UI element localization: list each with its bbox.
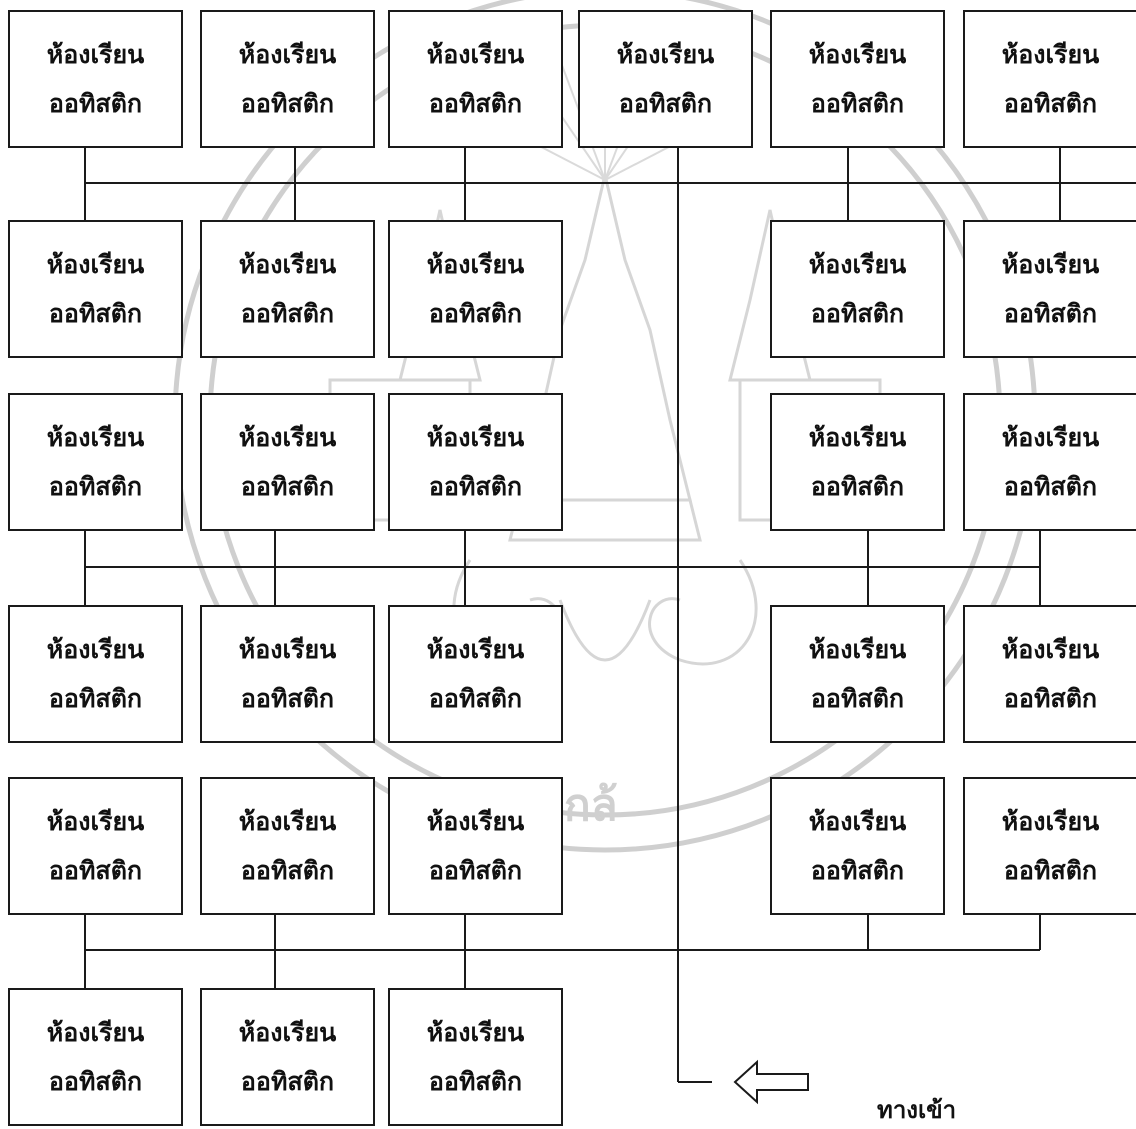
- classroom-label-line1: ห้องเรียน: [427, 637, 524, 662]
- classroom-label-line1: ห้องเรียน: [427, 42, 524, 67]
- classroom-label-line2: ออทิสติก: [241, 301, 334, 326]
- classroom-box: ห้องเรียนออทิสติก: [8, 10, 183, 148]
- classroom-box: ห้องเรียนออทิสติก: [8, 605, 183, 743]
- classroom-box: ห้องเรียนออทิสติก: [770, 777, 945, 915]
- classroom-label-line1: ห้องเรียน: [239, 637, 336, 662]
- classroom-box: ห้องเรียนออทิสติก: [388, 777, 563, 915]
- classroom-box: ห้องเรียนออทิสติก: [578, 10, 753, 148]
- classroom-label-line1: ห้องเรียน: [47, 809, 144, 834]
- classroom-label-line2: ออทิสติก: [1004, 474, 1097, 499]
- classroom-box: ห้องเรียนออทิสติก: [388, 10, 563, 148]
- classroom-box: ห้องเรียนออทิสติก: [388, 605, 563, 743]
- classroom-label-line1: ห้องเรียน: [47, 252, 144, 277]
- classroom-label-line2: ออทิสติก: [49, 474, 142, 499]
- classroom-box: ห้องเรียนออทิสติก: [388, 988, 563, 1126]
- classroom-label-line1: ห้องเรียน: [47, 42, 144, 67]
- classroom-label-line2: ออทิสติก: [429, 858, 522, 883]
- classroom-box: ห้องเรียนออทิสติก: [200, 10, 375, 148]
- classroom-box: ห้องเรียนออทิสติก: [963, 393, 1136, 531]
- classroom-label-line1: ห้องเรียน: [809, 252, 906, 277]
- classroom-label-line1: ห้องเรียน: [427, 252, 524, 277]
- classroom-label-line2: ออทิสติก: [429, 1069, 522, 1094]
- classroom-label-line2: ออทิสติก: [1004, 858, 1097, 883]
- classroom-box: ห้องเรียนออทิสติก: [388, 220, 563, 358]
- classroom-label-line1: ห้องเรียน: [617, 42, 714, 67]
- classroom-label-line1: ห้องเรียน: [1002, 637, 1099, 662]
- classroom-label-line2: ออทิสติก: [1004, 686, 1097, 711]
- classroom-box: ห้องเรียนออทิสติก: [8, 988, 183, 1126]
- classroom-label-line1: ห้องเรียน: [47, 637, 144, 662]
- classroom-label-line1: ห้องเรียน: [1002, 42, 1099, 67]
- classroom-box: ห้องเรียนออทิสติก: [200, 988, 375, 1126]
- classroom-label-line2: ออทิสติก: [241, 91, 334, 116]
- classroom-box: ห้องเรียนออทิสติก: [963, 220, 1136, 358]
- classroom-label-line2: ออทิสติก: [811, 474, 904, 499]
- classroom-label-line2: ออทิสติก: [241, 686, 334, 711]
- classroom-label-line2: ออทิสติก: [811, 686, 904, 711]
- classroom-label-line1: ห้องเรียน: [427, 809, 524, 834]
- classroom-label-line1: ห้องเรียน: [239, 42, 336, 67]
- classroom-label-line2: ออทิสติก: [49, 858, 142, 883]
- classroom-label-line2: ออทิสติก: [241, 1069, 334, 1094]
- classroom-label-line1: ห้องเรียน: [1002, 809, 1099, 834]
- classroom-label-line2: ออทิสติก: [49, 686, 142, 711]
- classroom-box: ห้องเรียนออทิสติก: [8, 220, 183, 358]
- classroom-label-line1: ห้องเรียน: [1002, 425, 1099, 450]
- classroom-label-line1: ห้องเรียน: [809, 637, 906, 662]
- classroom-box: ห้องเรียนออทิสติก: [8, 777, 183, 915]
- classroom-box: ห้องเรียนออทิสติก: [200, 220, 375, 358]
- classroom-label-line1: ห้องเรียน: [239, 809, 336, 834]
- entrance-label: ทางเข้า: [877, 1090, 956, 1129]
- classroom-box: ห้องเรียนออทิสติก: [963, 605, 1136, 743]
- entrance-arrow-icon: [735, 1062, 808, 1102]
- classroom-box: ห้องเรียนออทิสติก: [770, 605, 945, 743]
- classroom-label-line2: ออทิสติก: [429, 301, 522, 326]
- classroom-box: ห้องเรียนออทิสติก: [388, 393, 563, 531]
- classroom-label-line2: ออทิสติก: [429, 686, 522, 711]
- classroom-label-line1: ห้องเรียน: [809, 425, 906, 450]
- classroom-box: ห้องเรียนออทิสติก: [770, 393, 945, 531]
- classroom-label-line2: ออทิสติก: [811, 91, 904, 116]
- classroom-label-line2: ออทิสติก: [1004, 301, 1097, 326]
- classroom-label-line2: ออทิสติก: [49, 301, 142, 326]
- classroom-label-line1: ห้องเรียน: [239, 1020, 336, 1045]
- classroom-label-line2: ออทิสติก: [241, 474, 334, 499]
- classroom-label-line2: ออทิสติก: [811, 301, 904, 326]
- classroom-label-line1: ห้องเรียน: [809, 809, 906, 834]
- classroom-box: ห้องเรียนออทิสติก: [200, 393, 375, 531]
- classroom-label-line2: ออทิสติก: [429, 474, 522, 499]
- classroom-box: ห้องเรียนออทิสติก: [770, 220, 945, 358]
- classroom-label-line1: ห้องเรียน: [47, 425, 144, 450]
- classroom-label-line2: ออทิสติก: [241, 858, 334, 883]
- classroom-label-line1: ห้องเรียน: [47, 1020, 144, 1045]
- classroom-label-line1: ห้องเรียน: [239, 252, 336, 277]
- classroom-box: ห้องเรียนออทิสติก: [200, 777, 375, 915]
- classroom-box: ห้องเรียนออทิสติก: [8, 393, 183, 531]
- classroom-label-line2: ออทิสติก: [811, 858, 904, 883]
- classroom-label-line1: ห้องเรียน: [1002, 252, 1099, 277]
- classroom-label-line2: ออทิสติก: [1004, 91, 1097, 116]
- classroom-box: ห้องเรียนออทิสติก: [770, 10, 945, 148]
- classroom-label-line1: ห้องเรียน: [427, 1020, 524, 1045]
- classroom-label-line2: ออทิสติก: [49, 1069, 142, 1094]
- classroom-label-line2: ออทิสติก: [429, 91, 522, 116]
- classroom-box: ห้องเรียนออทิสติก: [200, 605, 375, 743]
- classroom-box: ห้องเรียนออทิสติก: [963, 10, 1136, 148]
- classroom-label-line2: ออทิสติก: [619, 91, 712, 116]
- classroom-label-line1: ห้องเรียน: [809, 42, 906, 67]
- classroom-label-line2: ออทิสติก: [49, 91, 142, 116]
- classroom-box: ห้องเรียนออทิสติก: [963, 777, 1136, 915]
- classroom-label-line1: ห้องเรียน: [239, 425, 336, 450]
- classroom-label-line1: ห้องเรียน: [427, 425, 524, 450]
